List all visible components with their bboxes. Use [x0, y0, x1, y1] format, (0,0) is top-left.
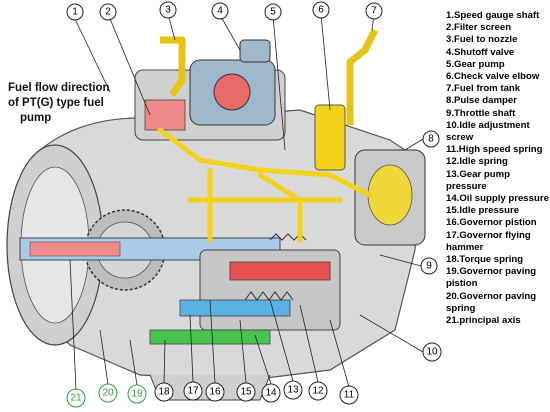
callout-15: 15	[236, 382, 256, 402]
shutoff-valve	[239, 39, 271, 63]
callout-21-label: 21	[70, 393, 82, 404]
callout-18: 18	[154, 382, 174, 402]
title-line-1: Fuel flow direction	[8, 82, 110, 94]
callout-7: 7	[365, 2, 383, 20]
callout-20-label: 20	[102, 388, 114, 399]
callout-10-label: 10	[426, 347, 438, 358]
callout-2: 2	[99, 3, 117, 21]
legend-item: 14.Oil supply pressure	[446, 193, 549, 205]
callout-14-label: 14	[265, 388, 277, 399]
legend-item: 8.Pulse damper	[446, 95, 517, 107]
legend-item: 16.Governor pistion	[446, 217, 537, 229]
callout-21: 21	[66, 388, 86, 408]
diagram-title: Fuel flow direction of PT(G) type fuel p…	[8, 81, 148, 126]
legend-item: 6.Check valve elbow	[446, 71, 540, 83]
callout-11-label: 11	[344, 390, 355, 401]
callout-16-label: 16	[209, 387, 221, 398]
callout-19-label: 19	[131, 389, 143, 400]
legend-item: 17.Governor flying hammer	[446, 229, 531, 253]
callout-4-label: 4	[217, 6, 223, 17]
callout-3-label: 3	[165, 5, 171, 16]
callout-8: 8	[422, 130, 440, 148]
callout-17: 17	[183, 381, 203, 401]
callout-18-label: 18	[158, 387, 170, 398]
legend-item: 3.Fuel to nozzle	[446, 34, 518, 46]
legend-item: 7.Fuel from tank	[446, 83, 521, 95]
fuel-to-nozzle-pipe	[160, 36, 186, 97]
callout-3: 3	[159, 1, 177, 19]
leader-lines	[69, 13, 424, 390]
callout-2-label: 2	[105, 7, 111, 18]
callout-5: 5	[264, 3, 282, 21]
title-line-3: pump	[20, 112, 52, 124]
callout-13: 13	[283, 380, 303, 400]
callout-16: 16	[205, 382, 225, 402]
callout-8-label: 8	[428, 134, 434, 145]
callout-9: 9	[420, 257, 438, 275]
callout-15-label: 15	[240, 387, 252, 398]
callout-1-label: 1	[72, 7, 78, 18]
callout-9-label: 9	[426, 261, 432, 272]
legend-item: 9.Throttle shaft	[446, 107, 516, 119]
legend-item: 4.Shutoff valve	[446, 46, 515, 58]
callout-12-label: 12	[312, 386, 324, 397]
check-valve-elbow	[314, 104, 346, 171]
legend-item: 5.Gear pump	[446, 58, 505, 70]
legend-item: 12.Idle spring	[446, 156, 508, 168]
callout-6: 6	[312, 1, 330, 19]
pump-body	[6, 28, 426, 401]
legend-item: 20.Governor paving spring	[446, 290, 537, 314]
legend-item: 18.Torque spring	[446, 254, 524, 266]
callout-13-label: 13	[287, 385, 299, 396]
legend-item: 15.Idle pressure	[446, 205, 520, 217]
legend-item: 19.Governor paving pistion	[446, 266, 537, 290]
legend-item: 1.Speed gauge shaft	[446, 10, 540, 21]
fuel-from-tank-pipe	[346, 28, 379, 125]
legend-item: 2.Filter screen	[446, 22, 512, 34]
callout-1: 1	[66, 3, 84, 21]
callout-14: 14	[261, 383, 281, 403]
title-line-2: of PT(G) type fuel	[8, 97, 104, 109]
callout-11: 11	[339, 385, 359, 405]
callout-7-label: 7	[371, 6, 377, 17]
callout-19: 19	[127, 384, 147, 404]
callout-4: 4	[211, 2, 229, 20]
callout-12: 12	[308, 381, 328, 401]
legend-item: 11.High speed spring	[446, 144, 543, 156]
callout-10: 10	[422, 342, 442, 362]
fuel-passage	[157, 127, 373, 243]
callout-5-label: 5	[270, 7, 276, 18]
callout-17-label: 17	[187, 386, 199, 397]
parts-legend: 1.Speed gauge shaft 2.Filter screen 3.Fu…	[446, 10, 550, 327]
legend-item: 10.Idle adjustment screw	[446, 119, 530, 144]
legend-item: 21.principal axis	[446, 315, 521, 327]
legend-item: 13.Gear pump pressure	[446, 168, 510, 192]
callout-6-label: 6	[318, 5, 324, 16]
callout-20: 20	[98, 383, 118, 403]
